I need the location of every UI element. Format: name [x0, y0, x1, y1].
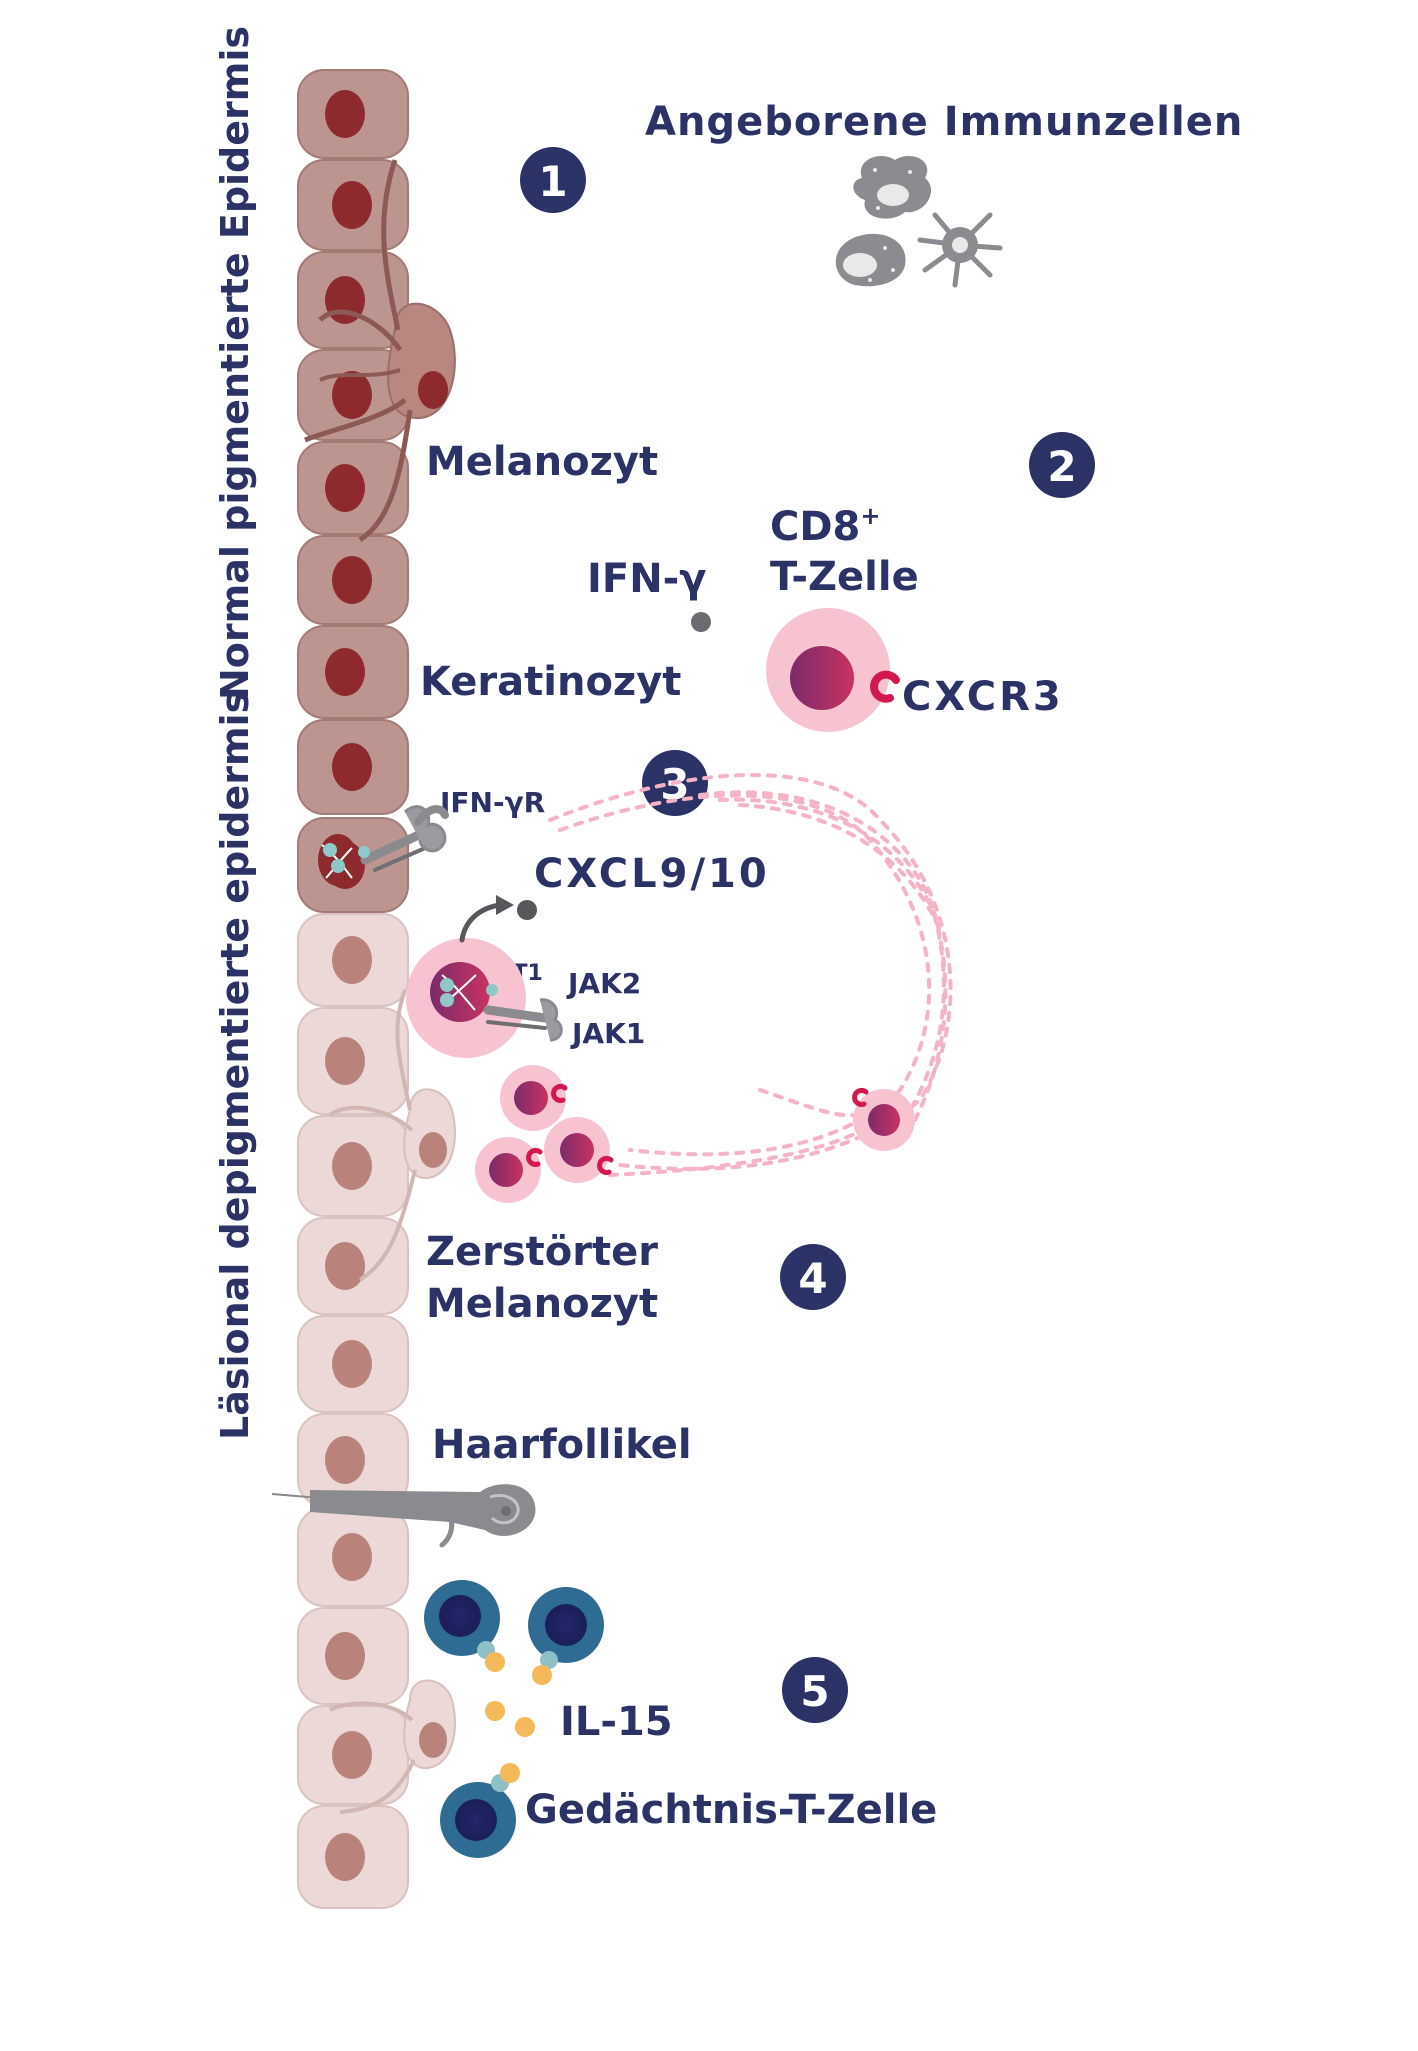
label-hair: Haarfollikel — [432, 1422, 692, 1468]
keratinocyte-nucleus — [332, 936, 372, 984]
label-ifngr: IFN-γR — [440, 786, 545, 819]
svg-text:4: 4 — [798, 1254, 827, 1303]
svg-text:2: 2 — [1047, 442, 1076, 491]
keratinocyte-nucleus — [325, 1242, 365, 1290]
keratinocyte-nucleus — [325, 1833, 365, 1881]
melanocyte-destroyed — [328, 989, 456, 1282]
step-badge-1: 1 — [520, 147, 586, 213]
label-keratinocyte: Keratinozyt — [420, 659, 681, 705]
step-badge-2: 2 — [1029, 432, 1095, 498]
label-ifng: IFN-γ — [587, 556, 707, 602]
label-tcell: T-Zelle — [770, 554, 919, 600]
keratinocyte-nucleus — [332, 1142, 372, 1190]
keratinocyte-nucleus — [325, 464, 365, 512]
label-il15: IL-15 — [560, 1699, 673, 1745]
keratinocyte-nucleus — [325, 1436, 365, 1484]
label-cxcr3: CXCR3 — [902, 674, 1064, 720]
label-destroyed-2: Melanozyt — [426, 1281, 658, 1327]
label-cd8: CD8+ — [770, 502, 881, 550]
keratinocyte-nucleus — [325, 648, 365, 696]
recruited-tcell-3 — [475, 1137, 543, 1203]
keratinocyte-nucleus — [332, 181, 372, 229]
label-jak2: JAK2 — [566, 967, 641, 1000]
hair-follicle-icon — [271, 1484, 536, 1548]
recruited-tcell-1 — [500, 1065, 568, 1131]
label-melanocyte: Melanozyt — [426, 439, 658, 485]
side-label-lesional: Läsional depigmentierte epidermis — [213, 691, 257, 1440]
cd8-tcell — [766, 608, 900, 732]
memory-tcell-3 — [440, 1763, 520, 1858]
keratinocyte-nucleus — [332, 1340, 372, 1388]
recruited-tcell-4 — [852, 1087, 915, 1151]
label-innate: Angeborene Immunzellen — [645, 99, 1243, 145]
keratinocyte-nucleus — [332, 743, 372, 791]
svg-text:5: 5 — [800, 1667, 829, 1716]
side-label-normal: Normal pigmentierte Epidermis — [213, 26, 257, 700]
il15-particle — [485, 1701, 505, 1721]
step-badge-4: 4 — [780, 1244, 846, 1310]
svg-text:1: 1 — [538, 157, 567, 206]
keratinocyte-dna — [318, 834, 370, 886]
recruited-tcell-2 — [544, 1117, 614, 1183]
label-memory: Gedächtnis-T-Zelle — [525, 1787, 937, 1833]
keratinocyte-nucleus — [325, 90, 365, 138]
chemokine-trail — [548, 773, 953, 1177]
label-destroyed-1: Zerstörter — [426, 1229, 658, 1275]
keratinocyte-nucleus — [325, 1632, 365, 1680]
keratinocyte-nucleus — [332, 1731, 372, 1779]
il15-particle — [515, 1717, 535, 1737]
ifng-receptor — [360, 805, 449, 872]
cxcl-secretion-arrow — [459, 895, 537, 943]
keratinocyte-nucleus — [332, 1533, 372, 1581]
stressed-melanocyte — [406, 938, 563, 1058]
memory-tcell-1 — [424, 1580, 505, 1672]
label-cxcl: CXCL9/10 — [534, 851, 770, 897]
melanocyte-pigmented — [304, 159, 456, 543]
memory-tcell-2 — [528, 1587, 604, 1685]
ifng-particle — [691, 612, 711, 632]
keratinocyte-nucleus — [332, 556, 372, 604]
melanocyte-lower — [329, 1679, 456, 1814]
keratinocyte-nucleus — [332, 371, 372, 419]
label-jak1: JAK1 — [570, 1017, 645, 1050]
step-badge-5: 5 — [782, 1657, 848, 1723]
innate-immune-cells-icon — [835, 156, 1003, 288]
keratinocyte-nucleus — [325, 1037, 365, 1085]
